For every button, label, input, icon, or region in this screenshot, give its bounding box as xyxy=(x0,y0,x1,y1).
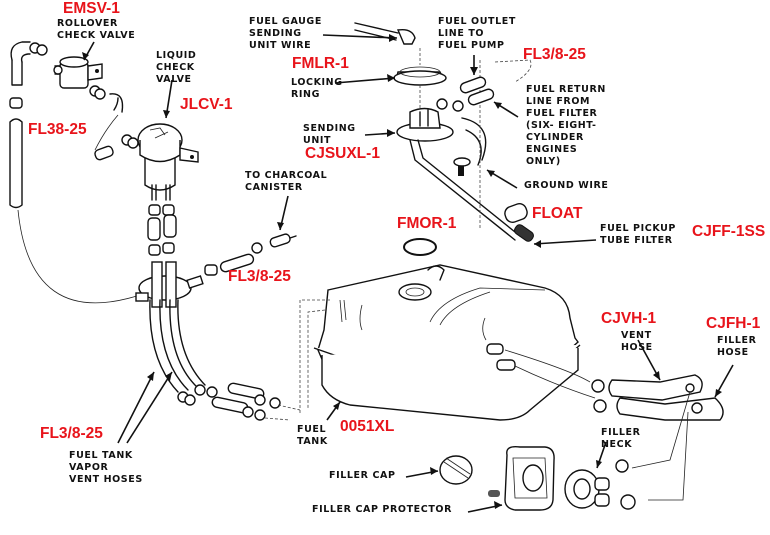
left-vent-hose xyxy=(9,41,141,304)
label-ground-wire: GROUND WIRE xyxy=(524,180,609,191)
part-number-float: FLOAT xyxy=(532,205,583,222)
label-filler-cap-protector: FILLER CAP PROTECTOR xyxy=(312,504,453,515)
part-number-fmor-1: FMOR-1 xyxy=(397,215,457,232)
label-sending-unit: SENDING UNIT xyxy=(303,123,356,146)
sending-unit-assembly xyxy=(322,22,597,248)
label-rollover-check-valve: ROLLOVER CHECK VALVE xyxy=(57,18,136,41)
label-filler-cap: FILLER CAP xyxy=(329,470,396,481)
label-filler-hose: FILLER HOSE xyxy=(717,335,757,358)
vapor-hose-bundle xyxy=(117,261,301,444)
part-number-fl3-8-25-top: FL3/8-25 xyxy=(523,46,586,63)
label-fuel-outlet-line: FUEL OUTLET LINE TO FUEL PUMP xyxy=(438,16,516,51)
part-number-0051xl: 0051XL xyxy=(340,418,395,435)
label-fuel-gauge-wire: FUEL GAUGE SENDING UNIT WIRE xyxy=(249,16,322,51)
label-fuel-return-line: FUEL RETURN LINE FROM FUEL FILTER (SIX- … xyxy=(526,84,606,167)
label-vapor-vent-hoses: FUEL TANK VAPOR VENT HOSES xyxy=(69,450,143,485)
filler-parts xyxy=(405,441,636,513)
label-liquid-check-valve: LIQUID CHECK VALVE xyxy=(156,50,197,85)
part-number-jlcv-1: JLCV-1 xyxy=(180,96,233,113)
vent-filler-hoses xyxy=(591,339,734,501)
label-fuel-pickup-filter: FUEL PICKUP TUBE FILTER xyxy=(600,223,676,246)
liquid-check-valve-drawing xyxy=(137,79,199,256)
part-number-cjvh-1: CJVH-1 xyxy=(601,310,657,327)
charcoal-canister-hose xyxy=(204,195,297,276)
fuel-tank-drawing xyxy=(299,264,596,421)
label-charcoal-canister: TO CHARCOAL CANISTER xyxy=(245,170,328,193)
label-fuel-tank: FUEL TANK xyxy=(297,424,328,447)
part-number-fl3-8-25-vapor: FL3/8-25 xyxy=(40,425,103,442)
part-number-cjfh-1: CJFH-1 xyxy=(706,315,761,332)
part-number-fl3-8-25-charcoal: FL3/8-25 xyxy=(228,268,291,285)
part-number-cjsuxl-1: CJSUXL-1 xyxy=(305,145,380,162)
part-number-fl38-25: FL38-25 xyxy=(28,121,87,138)
label-vent-hose: VENT HOSE xyxy=(621,330,653,353)
label-locking-ring: LOCKING RING xyxy=(291,77,343,100)
part-number-fmlr-1: FMLR-1 xyxy=(292,55,349,72)
part-number-cjff-1ss: CJFF-1SS xyxy=(692,223,766,240)
label-filler-neck: FILLER NECK xyxy=(601,427,641,450)
rollover-check-valve-drawing xyxy=(53,41,139,161)
o-ring-drawing xyxy=(403,238,437,256)
part-number-emsv-1: EMSV-1 xyxy=(63,0,120,17)
